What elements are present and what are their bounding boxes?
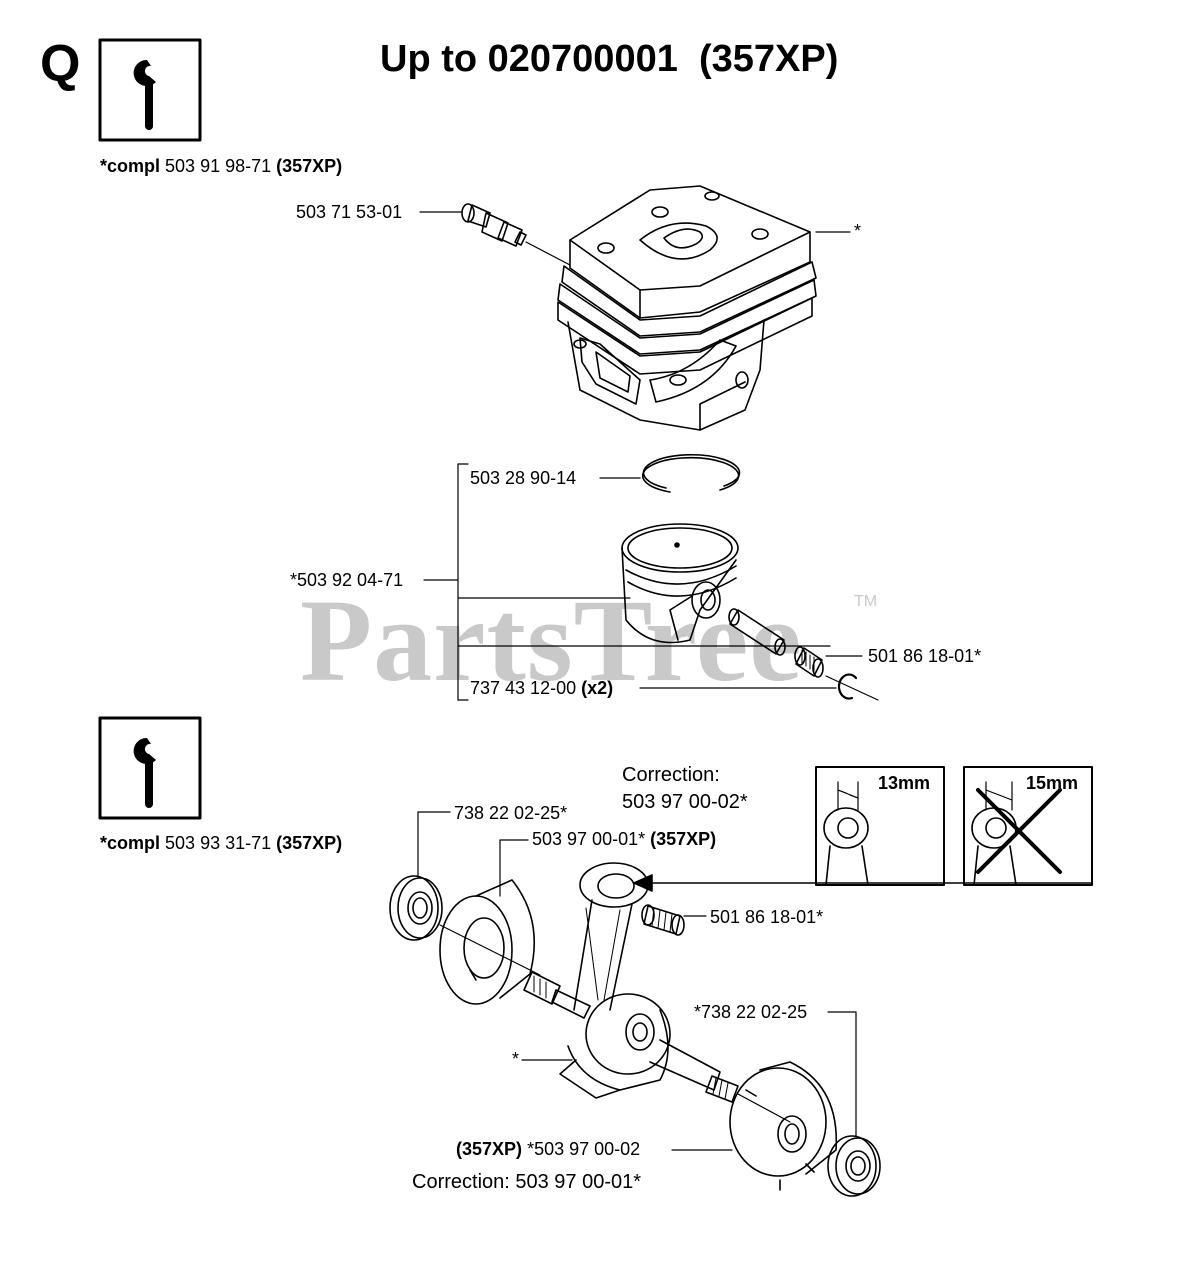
label-cylinder: * <box>854 221 862 241</box>
label-crank-half-left: 503 97 00-01* (357XP) <box>532 829 717 849</box>
cross-mark-icon <box>976 788 1062 874</box>
service-tool-icon <box>98 38 202 142</box>
piston <box>621 523 739 644</box>
label-circlip: 737 43 12-00 (x2) <box>470 678 614 698</box>
correction-top-line2: 503 97 00-02* <box>622 791 748 813</box>
bearing-right <box>827 1011 881 1197</box>
label-crankshaft: * <box>512 1049 520 1069</box>
cylinder <box>557 185 851 431</box>
decompression-valve <box>419 203 571 266</box>
watermark-tm: TM <box>854 593 878 610</box>
label-piston-ring: 503 28 90-14 <box>470 468 577 488</box>
correction-bottom: Correction: 503 97 00-01* <box>412 1171 642 1193</box>
group-label-crankshaft: *compl 503 93 31-71 (357XP) <box>100 833 343 853</box>
service-tool-icon <box>98 716 202 820</box>
needle-bearing-crank <box>641 904 707 936</box>
section-letter: Q <box>40 35 81 93</box>
piston-kit-bracket <box>423 463 831 701</box>
arrow-left-icon <box>633 874 1093 892</box>
bearing-left <box>389 811 451 941</box>
piston-pin <box>728 608 786 656</box>
dimension-correct: 13mm <box>878 773 931 793</box>
correction-top-line1: Correction: <box>622 764 720 786</box>
dimension-wrong: 15mm <box>1026 773 1079 793</box>
page-title: Up to 020700001 (357XP) <box>380 38 839 80</box>
label-decompression-valve: 503 71 53-01 <box>296 202 403 222</box>
crank-shaft-right <box>649 1039 791 1123</box>
detail-correct <box>815 766 945 886</box>
label-bearing-right: *738 22 02-25 <box>694 1002 808 1022</box>
label-needle-bearing-crank: 501 86 18-01* <box>710 907 824 927</box>
crank-half-left <box>439 839 536 1005</box>
connecting-rod <box>559 862 671 1099</box>
label-needle-bearing-top: 501 86 18-01* <box>868 646 982 666</box>
watermark: PartsTree <box>300 575 803 706</box>
crank-half-right <box>729 1061 838 1191</box>
label-bearing-left: 738 22 02-25* <box>454 803 568 823</box>
needle-bearing-top <box>794 646 863 678</box>
group-label-cylinder: *compl 503 91 98-71 (357XP) <box>100 156 343 176</box>
detail-wrong <box>963 766 1093 886</box>
label-piston-kit: *503 92 04-71 <box>290 570 404 590</box>
label-crank-half-right: (357XP) *503 97 00-02 <box>456 1139 641 1159</box>
piston-ring <box>599 453 741 493</box>
circlip <box>639 673 879 701</box>
crank-shaft-left <box>439 924 591 1019</box>
